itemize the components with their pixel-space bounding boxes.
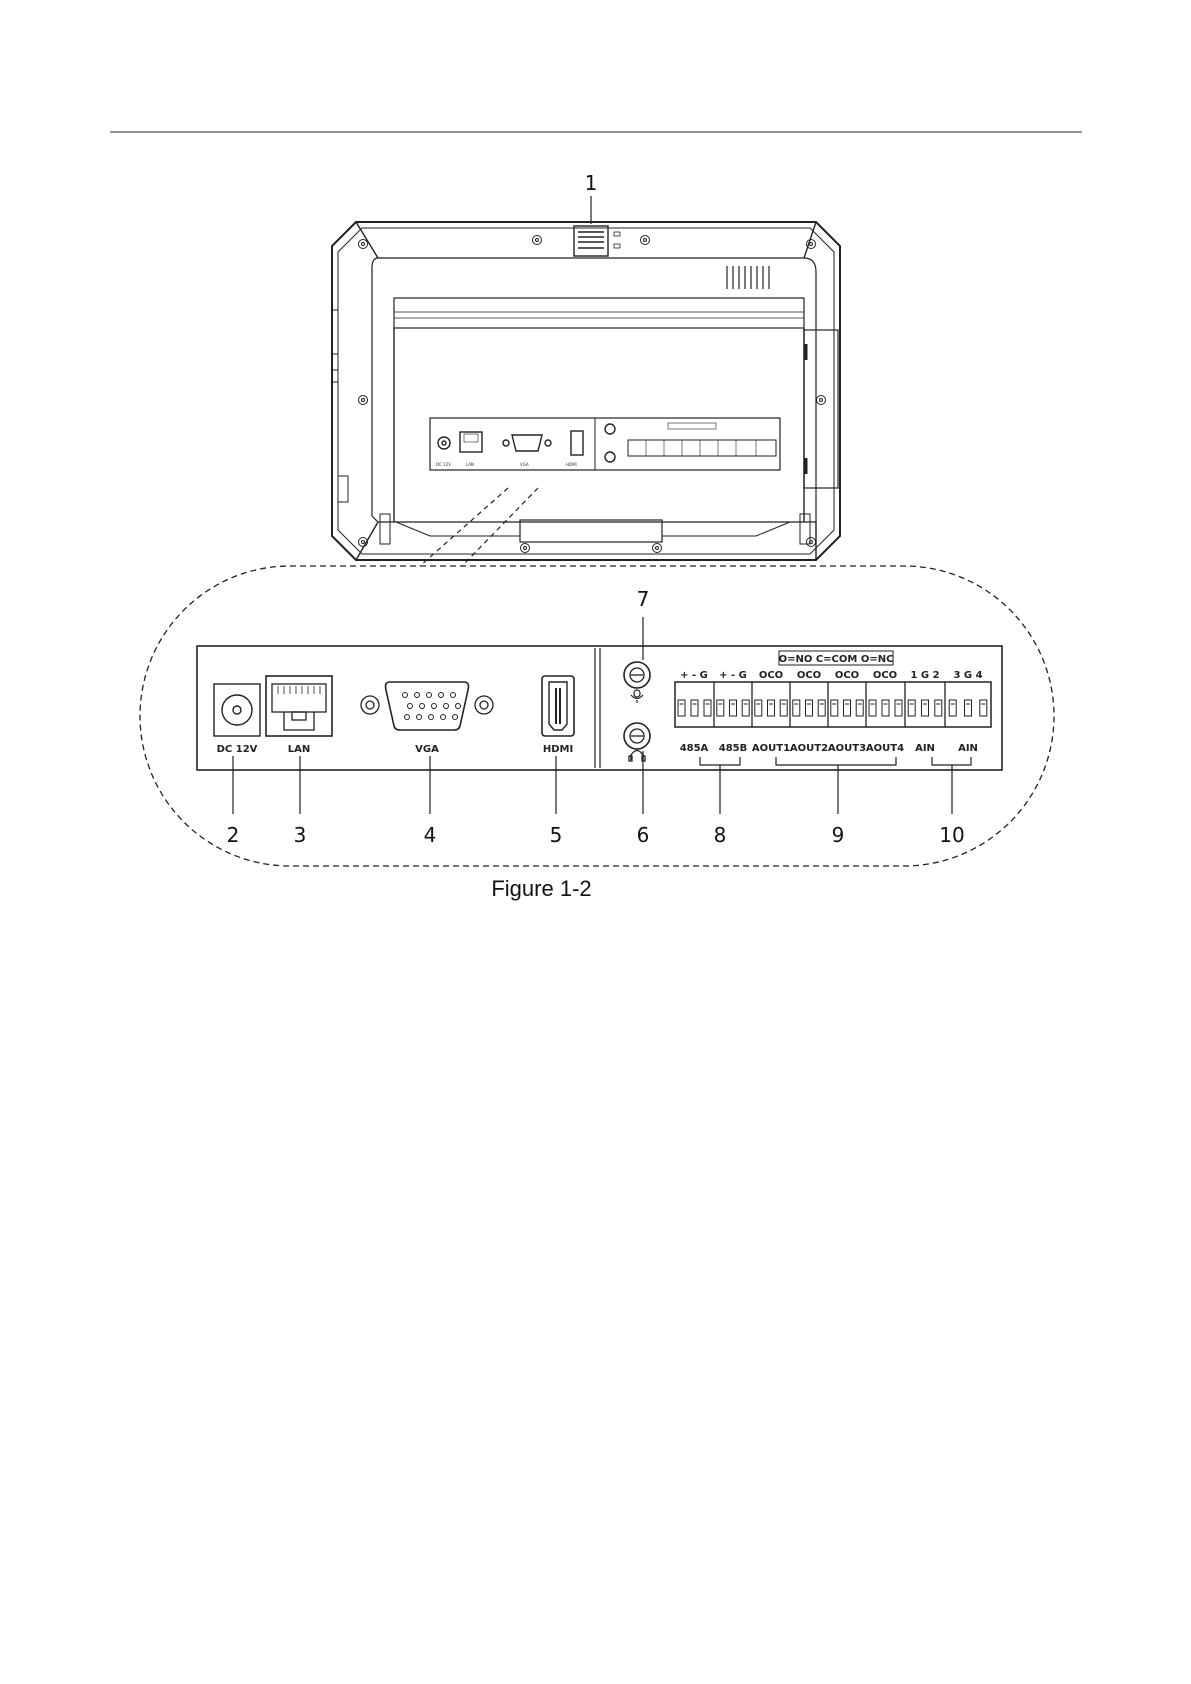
device-rear-view [332, 222, 840, 560]
terminal-screw [704, 700, 711, 716]
rs485b-pins: + - G [719, 670, 747, 681]
small-vga-label: VGA [520, 462, 529, 467]
callout-9: 9 [832, 823, 845, 847]
dc-label: DC 12V [217, 744, 258, 755]
terminal-label-ain1: AIN [915, 743, 935, 754]
callout-1: 1 [585, 171, 598, 195]
callout-8: 8 [714, 823, 727, 847]
callout-5: 5 [550, 823, 563, 847]
relay3-pins: OCO [835, 670, 859, 681]
vga-label: VGA [415, 744, 439, 755]
small-hdmi-label: HDMI [566, 462, 577, 467]
callout-7: 7 [637, 587, 650, 611]
lan-port [266, 676, 332, 736]
terminal-screw [895, 700, 902, 716]
callout-2: 2 [227, 823, 240, 847]
terminal-screw [856, 700, 863, 716]
microphone-icon [631, 690, 643, 703]
figure-caption-text: Figure 1-2 [491, 876, 591, 901]
terminal-screw [922, 700, 929, 716]
terminal-screw [965, 700, 972, 716]
terminal-screw [780, 700, 787, 716]
lan-label: LAN [288, 744, 310, 755]
alarm-in1-pins: 1 G 2 [910, 670, 939, 681]
terminal-screw [949, 700, 956, 716]
terminal-label-485b: 485B [719, 743, 748, 754]
terminal-screw [768, 700, 775, 716]
rs485a-pins: + - G [680, 670, 708, 681]
hdmi-port [542, 676, 574, 736]
terminal-screw [806, 700, 813, 716]
relay4-pins: OCO [873, 670, 897, 681]
small-lan-label: LAN [466, 462, 474, 467]
hdmi-label: HDMI [543, 744, 573, 755]
dc-power-jack [214, 684, 260, 736]
terminal-screws [678, 700, 987, 716]
callout-3: 3 [294, 823, 307, 847]
small-dc-label: DC 12V [436, 462, 451, 467]
terminal-screw [793, 700, 800, 716]
relay1-pins: OCO [759, 670, 783, 681]
terminal-screw [818, 700, 825, 716]
audio-out-jack [624, 723, 650, 749]
terminal-screw [755, 700, 762, 716]
mic-in-jack [624, 662, 650, 688]
vga-port [361, 682, 493, 730]
relay2-pins: OCO [797, 670, 821, 681]
callout-6: 6 [637, 823, 650, 847]
zoom-outline [140, 566, 1054, 866]
terminal-screw [730, 700, 737, 716]
figure-caption: Figure 1-2 [0, 876, 1191, 902]
terminal-legend: O=NO C=COM O=NC [779, 654, 894, 665]
terminal-screw [908, 700, 915, 716]
terminal-screw [980, 700, 987, 716]
callout-4: 4 [424, 823, 437, 847]
terminal-screw [882, 700, 889, 716]
terminal-screw [742, 700, 749, 716]
terminal-label-aout4: AOUT4 [866, 743, 904, 754]
terminal-label-aout2: AOUT2 [790, 743, 828, 754]
terminal-label-ain2: AIN [958, 743, 978, 754]
terminal-label-aout1: AOUT1 [752, 743, 790, 754]
terminal-label-aout3: AOUT3 [828, 743, 866, 754]
terminal-screw [717, 700, 724, 716]
terminal-screw [935, 700, 942, 716]
alarm-in2-pins: 3 G 4 [953, 670, 982, 681]
terminal-screw [691, 700, 698, 716]
terminal-screw [831, 700, 838, 716]
callout-leaders [233, 196, 971, 814]
callout-10: 10 [939, 823, 964, 847]
terminal-screw [844, 700, 851, 716]
terminal-screw [869, 700, 876, 716]
terminal-screw [678, 700, 685, 716]
terminal-label-485a: 485A [680, 743, 709, 754]
